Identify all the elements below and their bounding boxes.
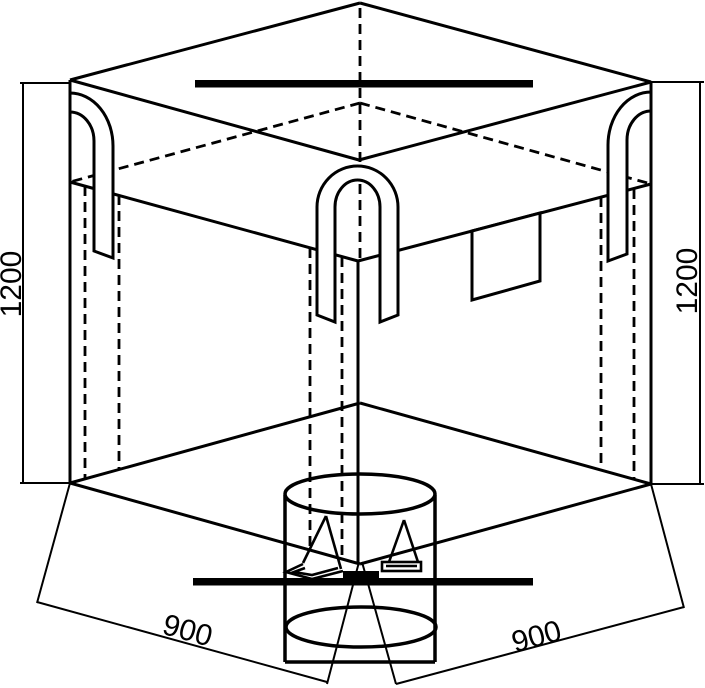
outlet-center-tab xyxy=(343,571,379,581)
dim-height-right xyxy=(651,81,704,485)
right-fold-base xyxy=(380,560,423,573)
bottom-face xyxy=(69,401,652,566)
left-tie-strap-outer xyxy=(282,562,344,581)
top-face-back-left-edge xyxy=(69,1,361,82)
bottom-face-back-right-edge xyxy=(359,401,652,486)
bottom-face-front-left-edge xyxy=(69,481,361,566)
document-pouch xyxy=(470,211,542,302)
dim-width-right-label: 900 xyxy=(508,614,565,659)
dim-height-left-label: 1200 xyxy=(0,251,28,318)
top-slot-bar xyxy=(195,80,533,88)
spout-top-opening xyxy=(283,472,437,516)
left-fold-edge-a xyxy=(301,515,328,564)
top-face xyxy=(69,1,652,162)
dim-width-left-ext-b xyxy=(326,561,360,685)
bottom-face-back-left-edge xyxy=(69,401,361,485)
hidden-edges-dashed xyxy=(69,8,652,558)
dim-width-left-ext-a xyxy=(36,482,71,604)
dim-width-right-ext-a xyxy=(650,483,685,609)
spout-bottom-opening xyxy=(284,605,438,649)
front-lifting-loop xyxy=(315,164,400,325)
left-lifting-loop xyxy=(68,91,115,261)
dim-height-left xyxy=(20,82,70,484)
rim-back-left-edge xyxy=(69,101,361,184)
dim-width-left xyxy=(36,482,360,685)
top-face-front-left-edge xyxy=(69,78,360,162)
right-fold-edge-b xyxy=(402,519,420,563)
bottom-slot-bar xyxy=(193,578,533,586)
right-fold-edge-a xyxy=(387,519,406,563)
spout-tie-details xyxy=(282,515,423,581)
left-fold-edge-b xyxy=(324,515,343,570)
bag-outline xyxy=(68,1,653,566)
right-lifting-loop xyxy=(606,90,653,264)
dim-width-left-label: 900 xyxy=(159,608,216,653)
discharge-spout xyxy=(283,472,438,664)
dim-width-right xyxy=(361,483,685,685)
dim-width-right-ext-b xyxy=(361,561,397,685)
left-tie-strap-inner xyxy=(288,566,339,577)
dimension-lines xyxy=(20,81,704,685)
bottom-face-front-right-edge xyxy=(359,482,652,566)
dim-width-right-line xyxy=(395,606,685,685)
dim-width-left-line xyxy=(36,601,328,683)
rim-front-left-edge xyxy=(69,180,359,263)
top-face-back-right-edge xyxy=(359,1,652,84)
top-face-front-right-edge xyxy=(358,80,652,162)
dim-height-right-label: 1200 xyxy=(671,248,704,315)
rim-back-right-edge xyxy=(359,101,652,186)
lifting-loops xyxy=(68,90,653,325)
